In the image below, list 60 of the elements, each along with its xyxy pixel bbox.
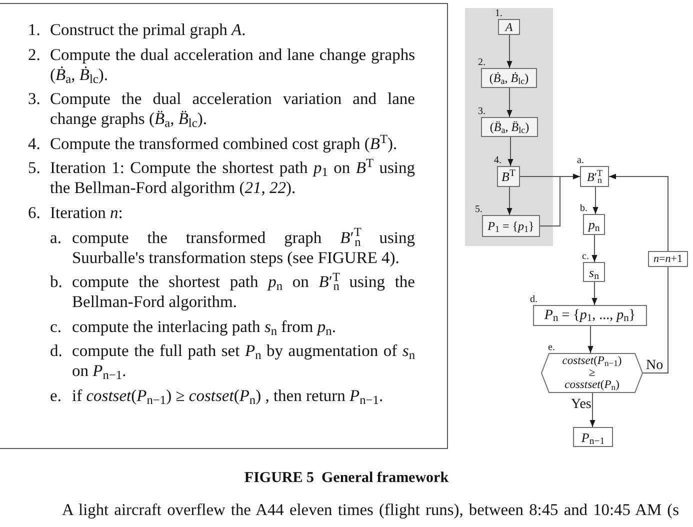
- process-box: n=n+1: [648, 251, 688, 267]
- arrow: [508, 136, 514, 166]
- arrow: [506, 88, 512, 118]
- figure-caption: FIGURE 5 General framework: [244, 469, 449, 487]
- list-marker: a.: [50, 228, 62, 248]
- list-item-text: compute the shortest path p$_{n}$ on B′$^{T}$$_{n}$ using the Bellman-Ford algorithm.: [72, 272, 415, 312]
- process-box: P$_{n−1}$: [573, 427, 613, 447]
- text-panel: [0, 3, 448, 449]
- list-item-text: Compute the dual acceleration and lane change graphs (Ḃ$_{a}$, Ḃ$_{lc}$).: [50, 44, 415, 85]
- list-item-text: if costset(P$_{n−1}$) ≥ costset(P$_{n}$) , then return P$_{n−1}$.: [72, 386, 384, 406]
- list-marker: 3.: [28, 89, 40, 110]
- process-box: P$_{1}$ = {p$_{1}$}: [482, 215, 540, 237]
- list-marker: d.: [50, 341, 62, 362]
- step-label: e.: [548, 342, 555, 353]
- step-label: 3.: [478, 106, 486, 117]
- list-item-text: compute the full path set P$_{n}$ by augmentation of s$_{n}$ on P$_{n−1}$.: [72, 341, 415, 382]
- step-label: 5.: [475, 204, 482, 215]
- edge-label: Yes: [571, 397, 592, 412]
- step-label: 2.: [478, 57, 486, 68]
- list-item-text: Compute the transformed combined cost graph (B$^{T}$).: [50, 134, 398, 154]
- process-box: A: [498, 19, 520, 35]
- arrow: [590, 392, 596, 428]
- arrow: [506, 186, 512, 216]
- process-box: (B̈$_{a}$, B̈$_{lc}$): [481, 117, 538, 137]
- list-item-text: compute the interlacing path s$_{n}$ from p$_{n}$.: [72, 316, 336, 337]
- list-marker: 5.: [28, 158, 40, 178]
- decision-hexagon: costset(P$_{n−1}$) ≥ cosstset(P$_{n}$): [541, 353, 643, 393]
- arrow: [588, 326, 594, 354]
- arrow: [592, 234, 598, 262]
- step-label: c.: [582, 251, 589, 262]
- step-label: 4.: [494, 155, 502, 166]
- step-label: b.: [580, 203, 588, 214]
- process-box: p$_{n}$: [583, 214, 605, 235]
- arrow: [592, 186, 598, 214]
- body-text: A light aircraft overflew the A44 eleven times (flight runs), between 8:45 and 10:45 AM (s: [62, 501, 679, 519]
- step-label: d.: [530, 294, 538, 305]
- arrow: [592, 282, 598, 306]
- list-marker: 1.: [28, 20, 40, 40]
- list-marker: 6.: [28, 202, 40, 223]
- shaded-panel: [465, 8, 553, 246]
- arrow: [608, 174, 668, 252]
- list-marker: 4.: [28, 134, 40, 154]
- step-label: 1.: [495, 8, 502, 19]
- list-marker: c.: [50, 316, 62, 337]
- edge-label: No: [646, 358, 664, 373]
- process-box: B$^{T}$: [497, 166, 520, 187]
- connector-line: [642, 266, 668, 374]
- list-marker: e.: [50, 386, 62, 406]
- process-box: s$_{n}$: [583, 262, 605, 282]
- process-box: (Ḃ$_{a}$, Ḃ$_{lc}$): [481, 68, 537, 88]
- list-item-text: Construct the primal graph A.: [50, 20, 246, 40]
- arrow: [506, 34, 512, 68]
- list-item-text: Compute the dual acceleration variation and lane change graphs (B̈$_{a}$, B̈$_{lc}$).: [50, 89, 415, 130]
- list-marker: 2.: [28, 44, 40, 65]
- list-marker: b.: [50, 272, 62, 292]
- arrow: [540, 174, 580, 226]
- list-item-text: Iteration 1: Compute the shortest path p$_{1}$ on B$^{T}$ using the Bellman-Ford algorithm (21, 22).: [50, 158, 415, 198]
- step-label: a.: [577, 155, 584, 166]
- process-box: P$_{n}$ = {p$_{1}$, ..., p$_{n}$}: [533, 305, 647, 326]
- list-item-text: Iteration n:: [50, 202, 123, 223]
